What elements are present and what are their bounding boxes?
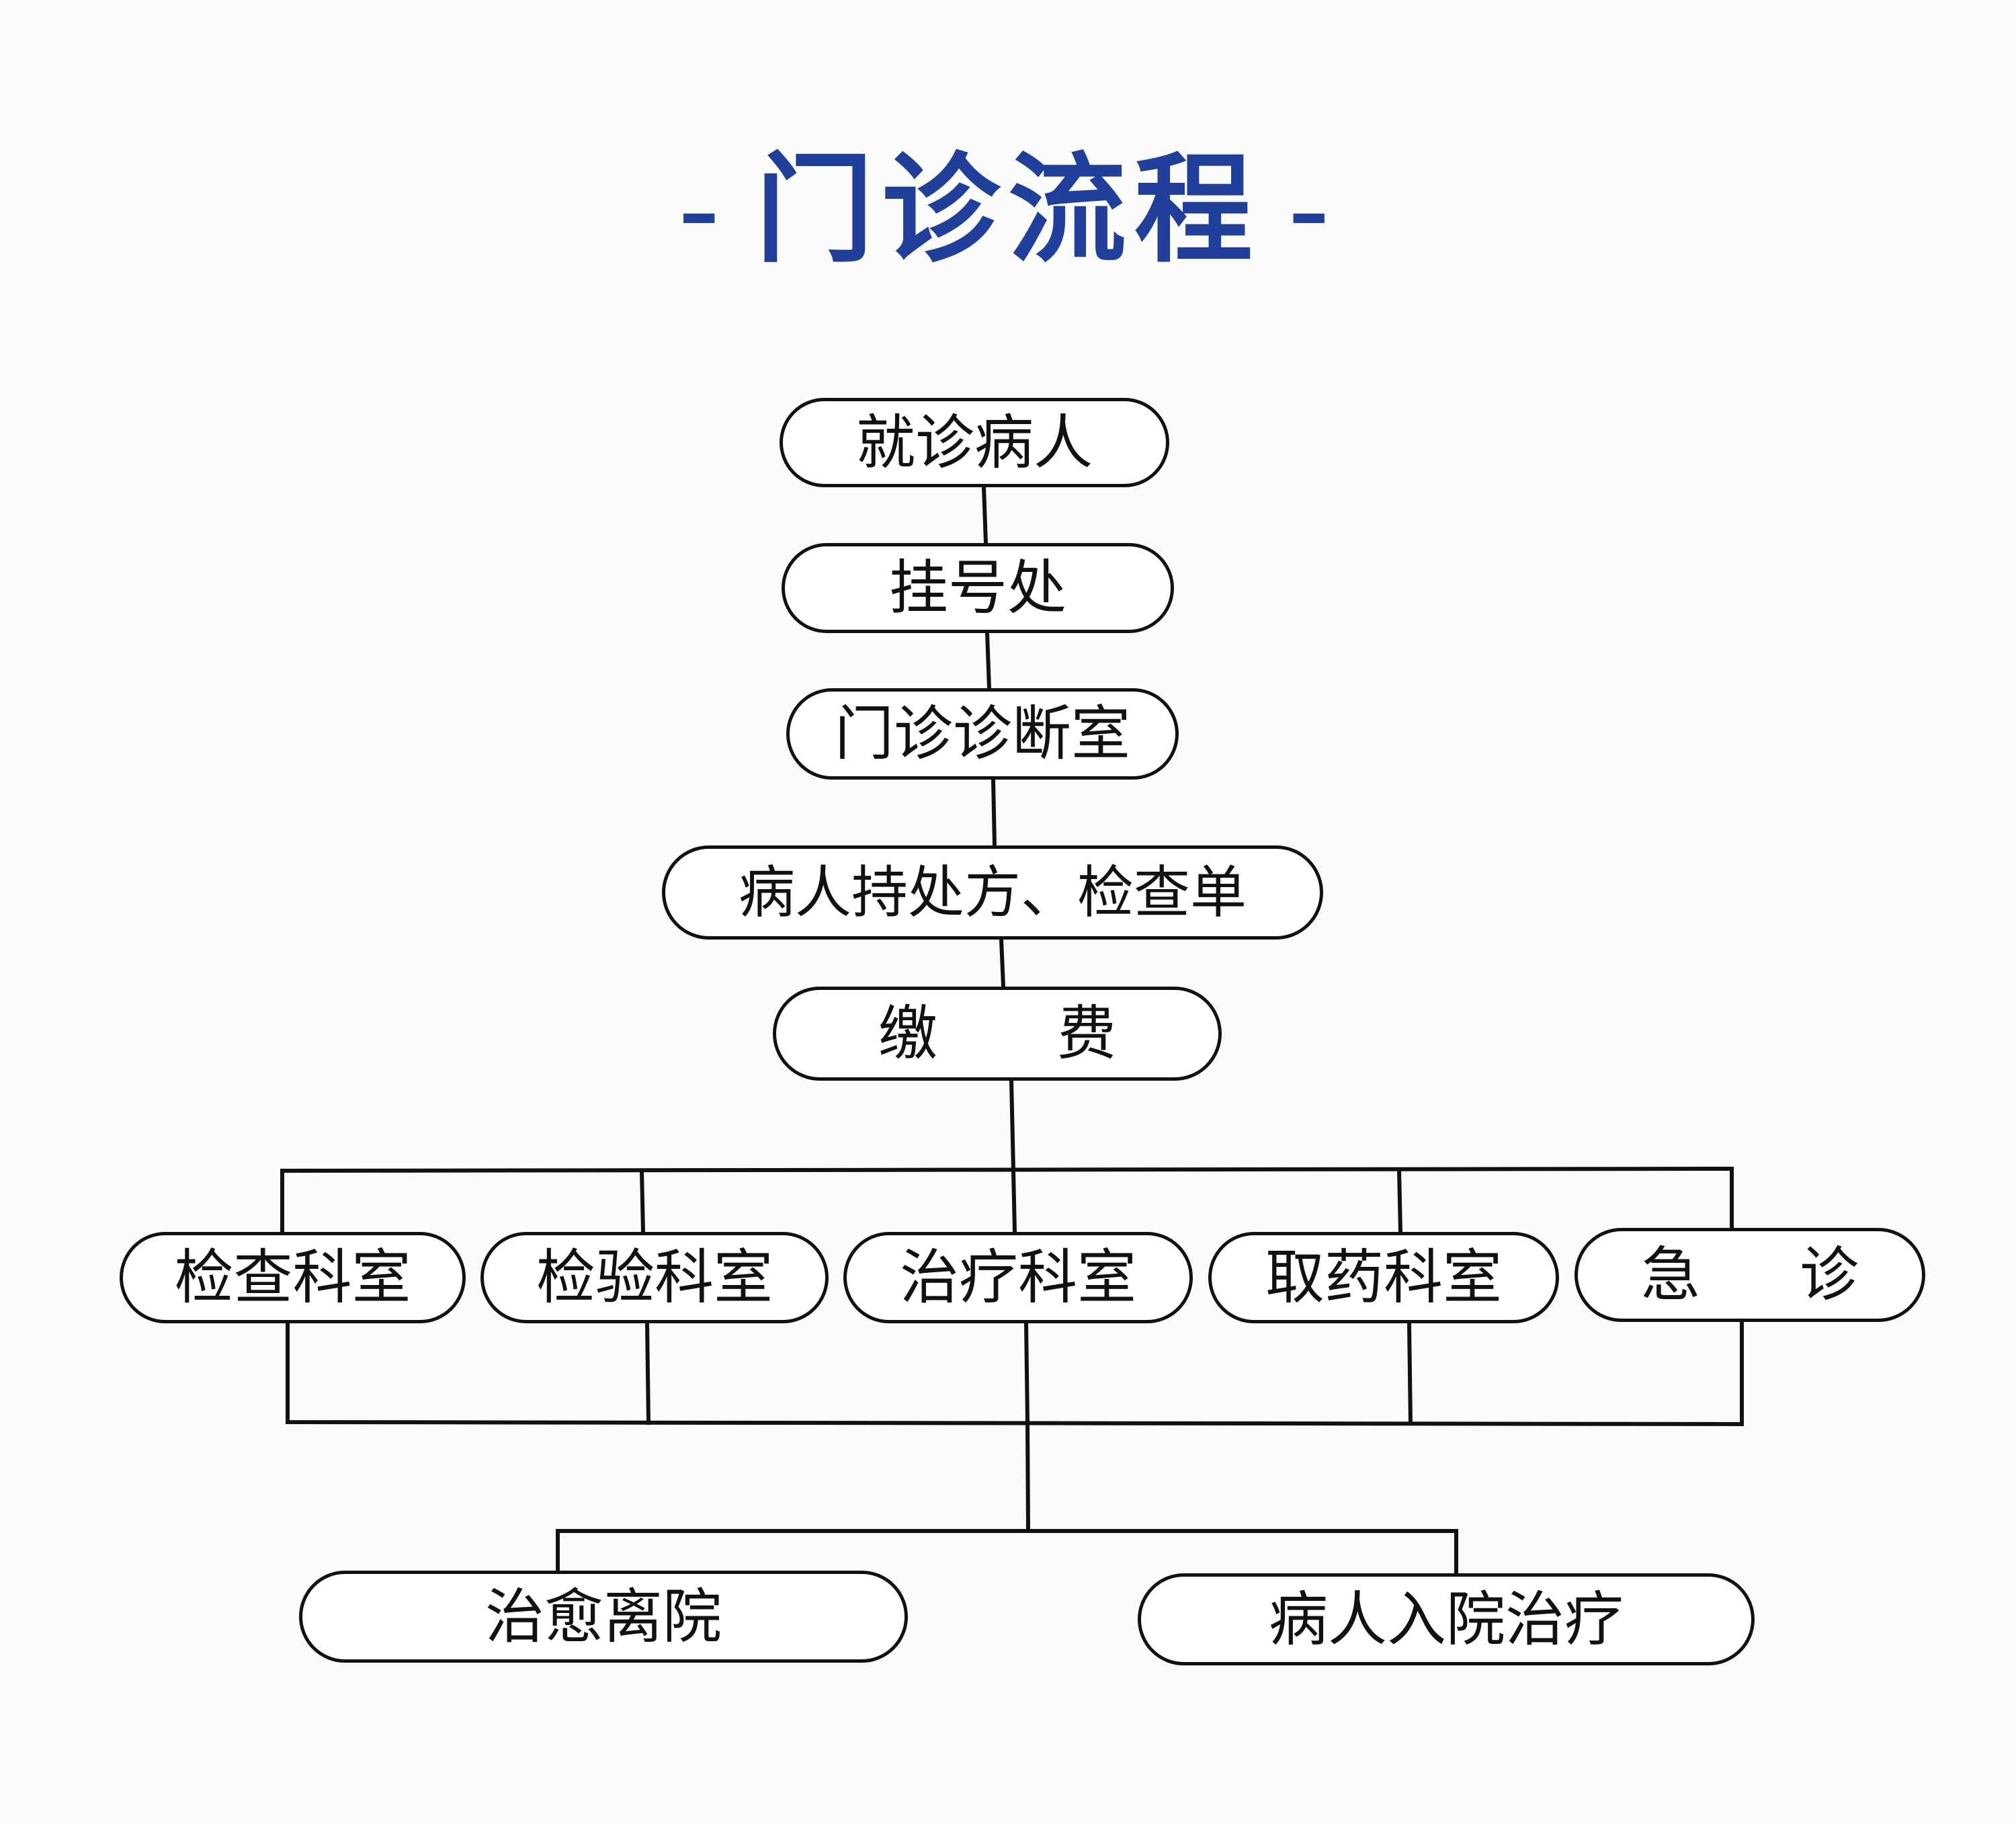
- node-registration-desk: 挂号处: [782, 543, 1174, 633]
- node-emergency: 急 诊: [1574, 1228, 1925, 1322]
- node-visiting-patient: 就诊病人: [780, 398, 1169, 487]
- connector-outcome-bus: [556, 1529, 1458, 1575]
- connector-prescription-pay: [999, 937, 1006, 989]
- title-text: 门诊流程: [755, 141, 1261, 279]
- node-examination-dept: 检查科室: [120, 1232, 466, 1323]
- node-treatment-dept: 治疗科室: [843, 1232, 1193, 1323]
- title-dash-right: -: [1288, 141, 1339, 279]
- node-laboratory-dept: 检验科室: [480, 1232, 829, 1323]
- connector-treat-bottom: [1023, 1321, 1030, 1425]
- connector-bus-treat: [1011, 1168, 1017, 1235]
- connector-register-clinic: [984, 630, 992, 691]
- connector-pay-bus: [1009, 1078, 1016, 1173]
- title-dash-left: -: [677, 141, 728, 279]
- node-pharmacy-dept: 取药科室: [1208, 1232, 1559, 1323]
- connector-pharmacy-bottom: [1406, 1321, 1413, 1426]
- connector-top-bus: [280, 1166, 1734, 1234]
- connector-bus-lab: [639, 1168, 646, 1235]
- node-prescription-checklist: 病人持处方、检查单: [662, 845, 1323, 940]
- node-payment: 缴 费: [773, 987, 1222, 1081]
- connector-bottom-bus: [286, 1320, 1744, 1427]
- connector-bus-pharmacy: [1396, 1167, 1403, 1235]
- node-inpatient-treatment: 病人入院治疗: [1138, 1573, 1755, 1665]
- page-title: -门诊流程-: [0, 151, 2016, 270]
- connector-bottom-split: [1025, 1420, 1031, 1534]
- connector-visit-register: [981, 485, 989, 546]
- node-recovered-discharge: 治愈离院: [299, 1571, 908, 1663]
- connector-lab-bottom: [644, 1321, 651, 1425]
- node-diagnosis-room: 门诊诊断室: [786, 688, 1179, 780]
- connector-clinic-prescription: [991, 777, 997, 848]
